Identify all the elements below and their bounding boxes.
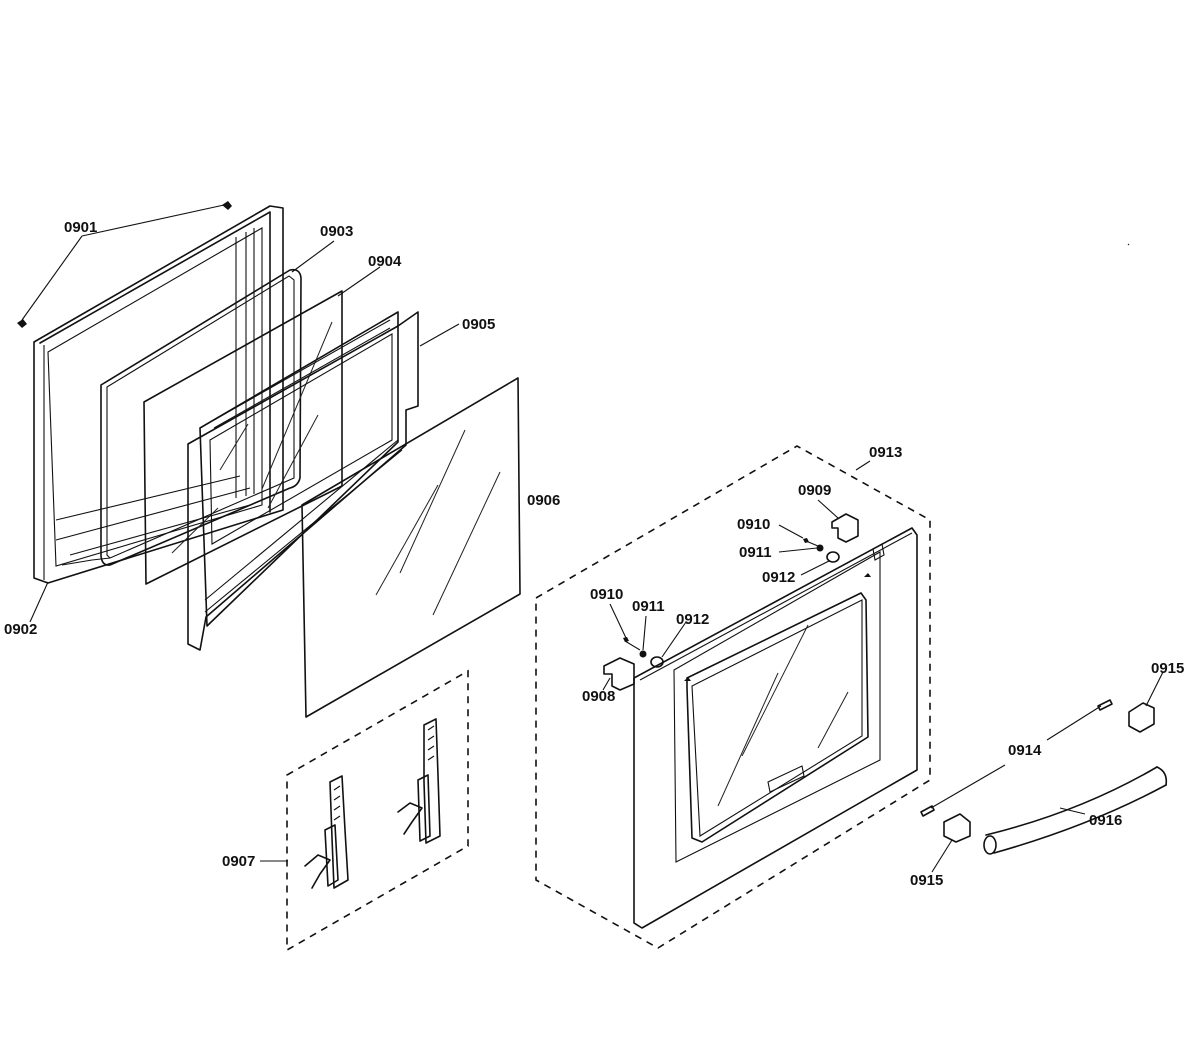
bushing-0912-left: [650, 656, 664, 668]
handle-0916: [983, 766, 1168, 855]
screw-0910-right: [803, 538, 819, 547]
end-cap-0915-right: [1128, 702, 1155, 733]
label-0904: 0904: [368, 253, 402, 270]
screw-0901-top: [222, 201, 232, 210]
end-cap-0915-left: [943, 813, 971, 843]
label-0909: 0909: [798, 482, 831, 499]
screw-0910-left: [623, 637, 641, 651]
bracket-0909: [831, 513, 859, 543]
part-labels: 0901 0902 0903 0904 0905 0906 0907 0908 …: [4, 219, 1184, 889]
door-assembly-0913: [535, 445, 931, 949]
label-0907: 0907: [222, 853, 255, 870]
inner-door-frame: [33, 205, 284, 584]
washer-0911-right: [816, 544, 824, 552]
washer-0911-left: [639, 650, 647, 658]
label-0912-left: 0912: [676, 611, 709, 628]
label-0906: 0906: [527, 492, 560, 509]
pin-0914-right: [1097, 699, 1113, 711]
label-0915-left: 0915: [910, 872, 943, 889]
label-0908: 0908: [582, 688, 615, 705]
outer-glass-0906: [301, 377, 521, 718]
label-0902: 0902: [4, 621, 37, 638]
door-gasket: [100, 268, 302, 566]
bracket-0908: [603, 657, 635, 691]
glass-pane-0904: [143, 290, 343, 585]
bushing-0912-right: [826, 551, 840, 563]
label-0910-right: 0910: [737, 516, 770, 533]
screw-0901-left: [17, 319, 27, 328]
label-0915-right: 0915: [1151, 660, 1184, 677]
label-0914: 0914: [1008, 742, 1042, 759]
label-0916: 0916: [1089, 812, 1122, 829]
label-0912-right: 0912: [762, 569, 795, 586]
label-0913: 0913: [869, 444, 902, 461]
pin-0914-left: [920, 805, 935, 817]
label-0905: 0905: [462, 316, 495, 333]
hinge-group-0907: [286, 669, 469, 952]
label-0911-left: 0911: [632, 598, 665, 615]
leader-lines: [21, 204, 1164, 873]
label-0910-left: 0910: [590, 586, 623, 603]
label-0901: 0901: [64, 219, 97, 236]
label-0911-right: 0911: [739, 544, 772, 561]
label-0903: 0903: [320, 223, 353, 240]
